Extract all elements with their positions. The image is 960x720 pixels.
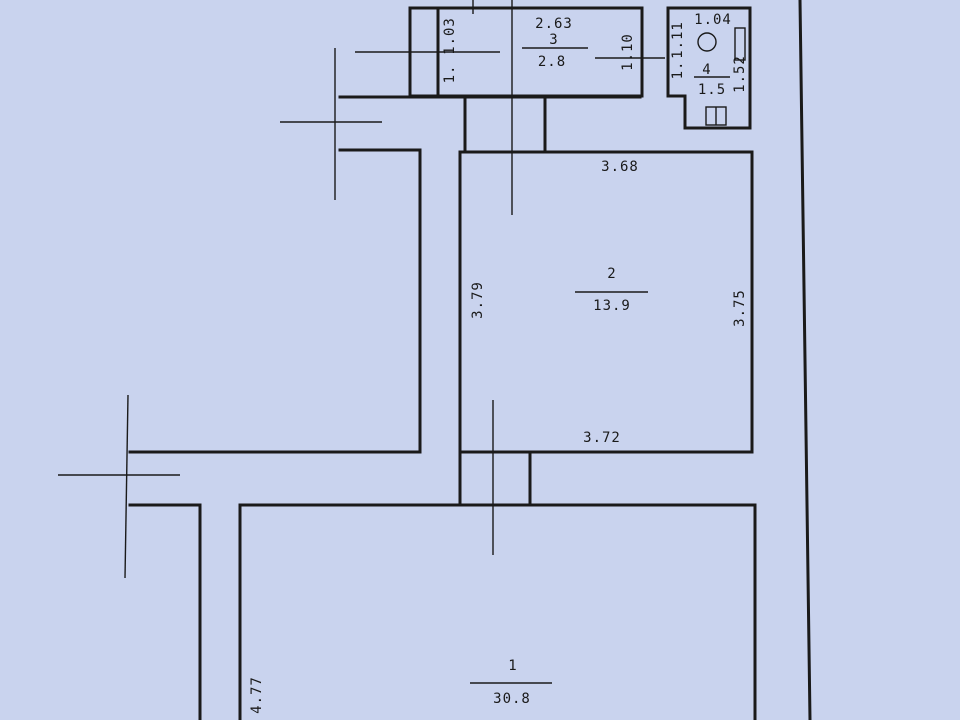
room-2-area: 13.9: [593, 298, 631, 314]
sink-icon: [734, 27, 746, 61]
room-3-left-dimension-b: 1.: [442, 64, 458, 84]
room-2-top-dimension: 3.68: [601, 159, 639, 175]
room-4-area: 1.5: [697, 82, 727, 98]
room-1-left-dimension: 4.77: [249, 676, 265, 714]
room-4-top-dimension: 1.04: [694, 12, 732, 28]
door-symbol: [124, 394, 129, 579]
room-4-left-dimension-a: 1.11: [670, 21, 686, 59]
room-2-bottom-dimension: 3.72: [583, 430, 621, 446]
room-2-outline: [458, 150, 754, 454]
lower-left-block-outline: [128, 503, 202, 720]
room-3-top-dimension: 2.63: [535, 16, 573, 32]
outer-wall-right: [798, 0, 812, 720]
room-3-right-dimension: 1.10: [620, 33, 636, 71]
toilet-icon: [697, 32, 717, 52]
room-2-right-dimension: 3.75: [732, 289, 748, 327]
room-1-area: 30.8: [493, 691, 531, 707]
room-4-outline: [666, 6, 752, 130]
left-block-outline: [128, 148, 422, 454]
room-1-outline: [238, 503, 757, 720]
room-4-number: 4: [702, 62, 712, 78]
room-1-number: 1: [508, 658, 518, 674]
room-2-number: 2: [607, 266, 617, 282]
room-2-left-dimension: 3.79: [470, 281, 486, 319]
room-4-right-dimension: 1.52: [732, 55, 748, 93]
room-3-left-dimension-a: 1.03: [442, 17, 458, 55]
room-3-number: 3: [549, 32, 559, 48]
room-4-left-dimension-b: 1.: [670, 60, 686, 80]
room-3-area: 2.8: [537, 54, 567, 70]
